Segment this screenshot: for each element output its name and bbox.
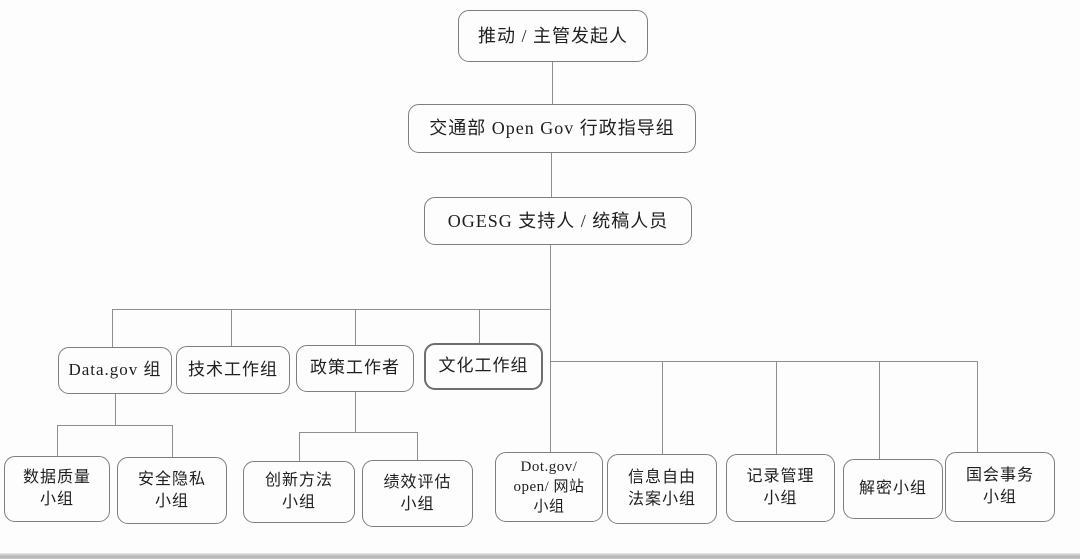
connector-drop-performance xyxy=(417,432,418,460)
connector-policy-stem xyxy=(355,392,356,432)
connector-drop-innovation xyxy=(299,432,300,461)
connector-datagov-stem xyxy=(115,394,116,425)
connector-drop-security-privacy xyxy=(172,425,173,457)
connector-drop-data-quality xyxy=(57,425,58,456)
bottom-scan-artifact-bar xyxy=(0,553,1080,559)
connector-drop-datagov xyxy=(112,309,113,347)
connector-rail-level4 xyxy=(112,309,551,310)
org-node-datagov-group: Data.gov 组 xyxy=(58,347,172,394)
connector-steering-support xyxy=(551,153,552,197)
org-node-sponsor: 推动 / 主管发起人 xyxy=(458,10,648,62)
connector-support-trunk xyxy=(550,245,551,361)
connector-drop-declassification xyxy=(879,361,880,459)
connector-rail-level5-right xyxy=(550,361,978,362)
connector-sponsor-steering xyxy=(552,62,553,104)
org-node-policy-workers: 政策工作者 xyxy=(296,345,414,392)
org-node-foia: 信息自由 法案小组 xyxy=(607,454,717,524)
org-node-culture-workgroup: 文化工作组 xyxy=(424,343,543,390)
org-node-declassification: 解密小组 xyxy=(843,459,943,519)
connector-rail-policy-children xyxy=(299,432,418,433)
connector-rail-datagov-children xyxy=(57,425,173,426)
connector-drop-tech xyxy=(231,309,232,346)
connector-drop-records xyxy=(776,361,777,454)
org-node-innovation: 创新方法 小组 xyxy=(243,461,355,523)
org-node-support-staff: OGESG 支持人 / 统稿人员 xyxy=(424,197,692,245)
connector-drop-foia xyxy=(662,361,663,454)
org-node-records-mgmt: 记录管理 小组 xyxy=(726,454,835,522)
connector-drop-congress xyxy=(977,361,978,452)
org-node-tech-workgroup: 技术工作组 xyxy=(176,346,290,394)
org-node-dotgov-website: Dot.gov/ open/ 网站 小组 xyxy=(495,452,603,522)
connector-drop-policy xyxy=(355,309,356,345)
connector-drop-dotgov-website xyxy=(550,361,551,452)
org-node-performance: 绩效评估 小组 xyxy=(362,460,473,527)
connector-drop-culture xyxy=(479,309,480,343)
org-node-security-privacy: 安全隐私 小组 xyxy=(117,457,227,524)
org-node-congress-affairs: 国会事务 小组 xyxy=(945,452,1055,522)
org-node-steering-group: 交通部 Open Gov 行政指导组 xyxy=(408,104,696,153)
org-node-data-quality: 数据质量 小组 xyxy=(4,456,110,522)
